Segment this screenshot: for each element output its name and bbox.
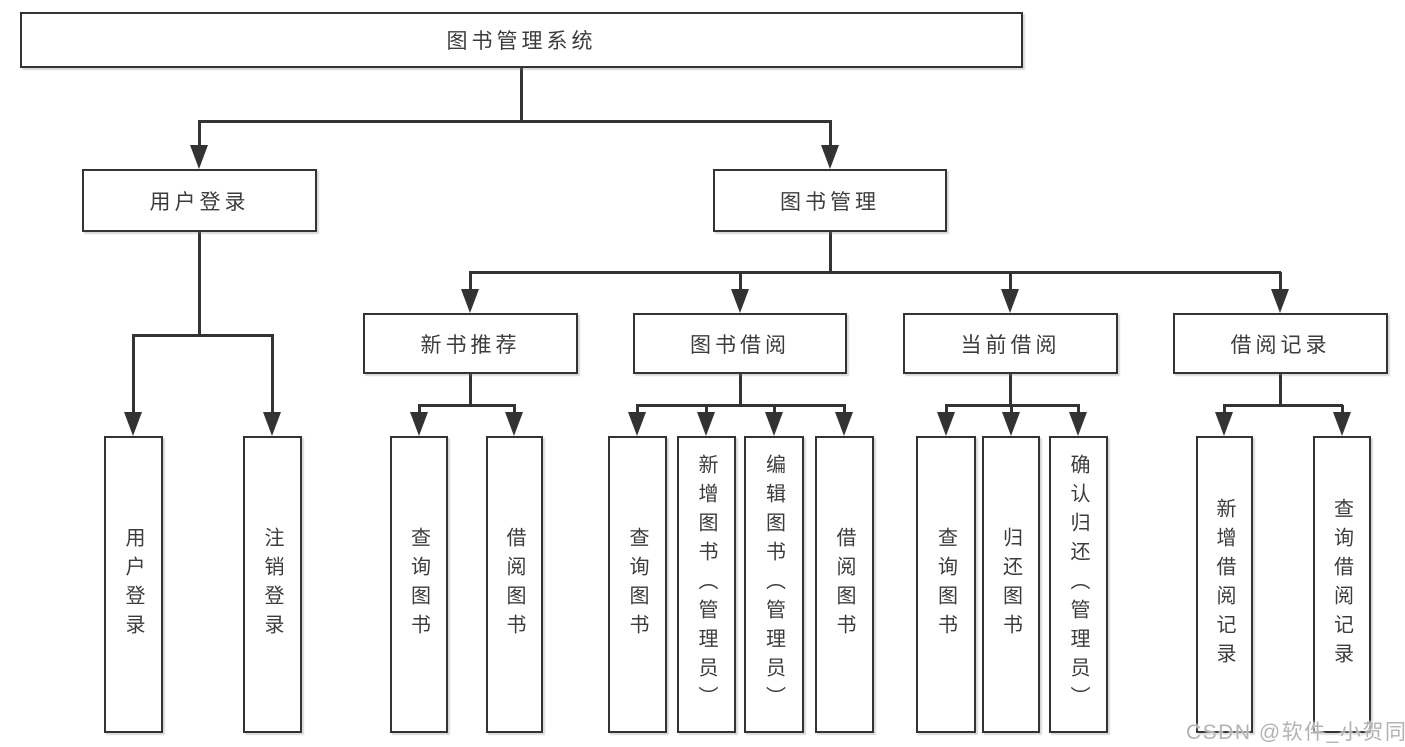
connector-line [1009, 272, 1012, 290]
arrowhead-down-icon [628, 412, 646, 436]
connector-line [520, 68, 523, 122]
arrowhead-down-icon [835, 412, 853, 436]
node-borrow-records: 借阅记录 [1173, 313, 1388, 374]
node-book-management: 图书管理 [713, 169, 947, 232]
leaf-current-confirm-return-admin: 确认归还（管理员） [1049, 436, 1108, 733]
arrowhead-down-icon [263, 412, 281, 436]
arrowhead-down-icon [1002, 412, 1020, 436]
arrowhead-down-icon [124, 412, 142, 436]
connector-line [1341, 405, 1344, 413]
connector-line [198, 121, 201, 147]
connector-line [1279, 374, 1282, 405]
leaf-current-return-books: 归还图书 [982, 436, 1040, 733]
connector-line [739, 272, 742, 290]
connector-line [469, 272, 472, 290]
connector-line [469, 374, 472, 405]
connector-line [198, 232, 201, 336]
connector-line [132, 335, 135, 413]
connector-line [829, 121, 832, 147]
connector-line [739, 374, 742, 405]
leaf-borrow-query-books: 查询图书 [608, 436, 667, 733]
connector-line [513, 405, 516, 413]
leaf-user-login: 用户登录 [104, 436, 163, 733]
connector-line [271, 335, 274, 413]
csdn-watermark: CSDN @软件_小贺同学 [1186, 721, 1405, 744]
connector-line [1077, 405, 1080, 413]
arrowhead-down-icon [937, 412, 955, 436]
arrowhead-down-icon [505, 412, 523, 436]
connector-line [1010, 405, 1013, 413]
connector-line [705, 405, 708, 413]
leaf-newbook-borrow-books: 借阅图书 [486, 436, 543, 733]
connector-line [132, 334, 274, 337]
leaf-records-query-record: 查询借阅记录 [1313, 436, 1371, 733]
arrowhead-down-icon [461, 289, 479, 313]
leaf-borrow-borrow-books: 借阅图书 [815, 436, 874, 733]
leaf-logout: 注销登录 [243, 436, 302, 733]
arrowhead-down-icon [1069, 412, 1087, 436]
arrowhead-down-icon [731, 289, 749, 313]
arrowhead-down-icon [190, 145, 208, 169]
node-new-book-recommend: 新书推荐 [363, 313, 578, 374]
leaf-newbook-query-books: 查询图书 [390, 436, 448, 733]
node-current-borrow: 当前借阅 [903, 313, 1118, 374]
arrowhead-down-icon [1215, 412, 1233, 436]
arrowhead-down-icon [821, 145, 839, 169]
node-user-login: 用户登录 [82, 169, 317, 232]
leaf-borrow-add-books-admin: 新增图书（管理员） [677, 436, 736, 733]
connector-line [636, 405, 639, 413]
arrowhead-down-icon [1271, 289, 1289, 313]
connector-line [1223, 405, 1226, 413]
connector-line [418, 405, 421, 413]
leaf-current-query-books: 查询图书 [916, 436, 976, 733]
connector-line [829, 232, 832, 273]
arrowhead-down-icon [765, 412, 783, 436]
connector-line [636, 404, 846, 407]
connector-line [198, 120, 832, 123]
connector-line [469, 271, 1281, 274]
node-book-borrow: 图书借阅 [633, 313, 847, 374]
node-root-system: 图书管理系统 [20, 12, 1023, 68]
connector-line [1223, 404, 1343, 407]
connector-line [843, 405, 846, 413]
connector-line [1279, 272, 1282, 290]
arrowhead-down-icon [410, 412, 428, 436]
connector-line [773, 405, 776, 413]
arrowhead-down-icon [697, 412, 715, 436]
connector-line [945, 405, 948, 413]
connector-line [945, 404, 1080, 407]
leaf-borrow-edit-books-admin: 编辑图书（管理员） [744, 436, 804, 733]
connector-line [1009, 374, 1012, 405]
leaf-records-add-record: 新增借阅记录 [1196, 436, 1253, 733]
connector-line [418, 404, 516, 407]
arrowhead-down-icon [1001, 289, 1019, 313]
arrowhead-down-icon [1333, 412, 1351, 436]
